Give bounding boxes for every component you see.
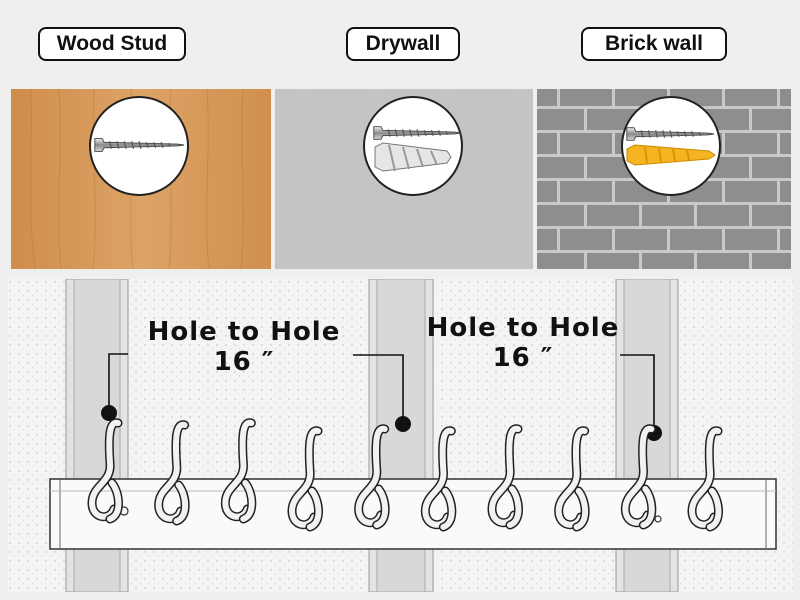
- wood-stud-panel: [11, 89, 271, 269]
- spacing-label-1-line2: 16 ″: [213, 347, 275, 377]
- coat-hook-icon: [420, 426, 457, 532]
- coat-hook-icon: [487, 424, 523, 530]
- label-brick-wall: Brick wall: [581, 27, 727, 61]
- wall-with-studs: [8, 279, 793, 592]
- drywall-texture: [275, 89, 533, 269]
- dimension-lines: [108, 353, 655, 431]
- mounting-hole-2: [395, 416, 411, 432]
- spacing-label-1: Hole to Hole 16 ″: [134, 317, 354, 377]
- brick-wall-panel: [537, 89, 791, 269]
- drywall-anchor-icon: [374, 142, 452, 172]
- hooks: [87, 418, 723, 532]
- spacing-label-2-line1: Hole to Hole: [426, 313, 620, 343]
- brick-texture: [537, 89, 791, 269]
- label-drywall: Drywall: [346, 27, 460, 61]
- coat-hook-icon: [287, 426, 323, 532]
- wood-texture: [11, 89, 271, 269]
- spacing-label-2: Hole to Hole 16 ″: [413, 313, 633, 373]
- spacing-label-2-line2: 16 ″: [492, 343, 554, 373]
- coat-hook-icon: [87, 418, 123, 524]
- coat-hook-icon: [354, 424, 390, 530]
- coat-hook-icon: [154, 420, 190, 526]
- coat-hook-icon: [687, 426, 723, 532]
- installation-diagram: Hole to Hole 16 ″ Hole to Hole 16 ″: [8, 279, 793, 592]
- mounting-hole-1: [101, 405, 117, 421]
- drywall-panel: [275, 89, 533, 269]
- plastic-anchor-icon: [626, 144, 716, 166]
- coat-hook-icon: [620, 424, 657, 530]
- coat-hook-icon: [220, 418, 257, 524]
- coat-hook-icon: [554, 426, 590, 532]
- label-wood-stud: Wood Stud: [38, 27, 186, 61]
- spacing-label-1-line1: Hole to Hole: [147, 317, 341, 347]
